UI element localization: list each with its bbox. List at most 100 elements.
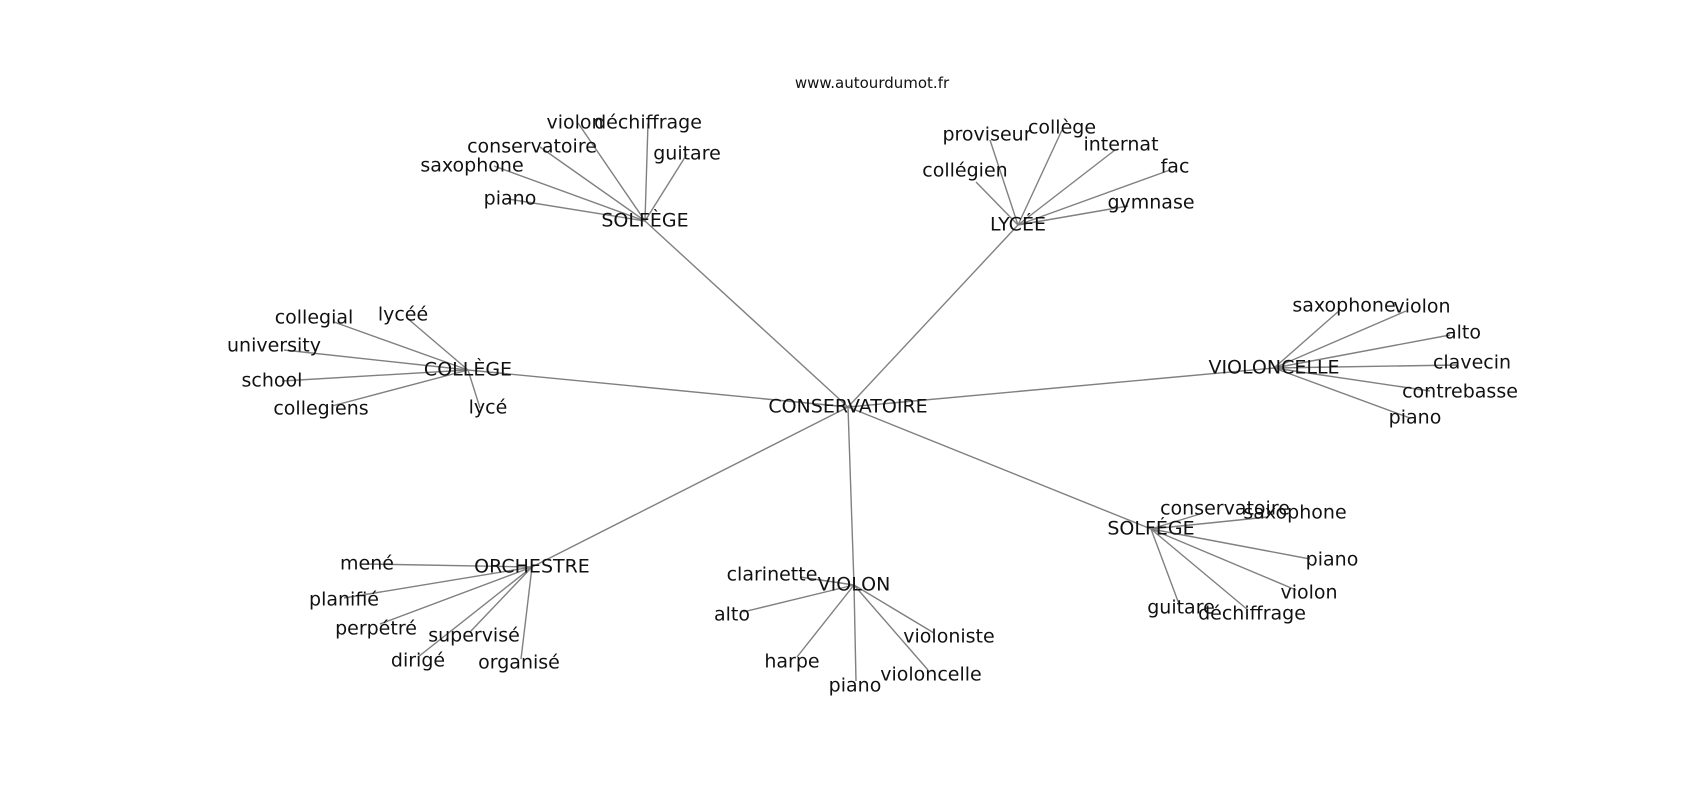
edge-violoncelle-4 (1273, 367, 1431, 392)
word-node: guitare (653, 143, 721, 165)
edge-orchestre-2 (379, 566, 533, 625)
edge-violon-4 (853, 584, 929, 671)
word-node: piano (1306, 549, 1359, 571)
edge-orchestre-5 (520, 566, 533, 660)
edge-center-solfege-top (644, 220, 849, 408)
edge-violoncelle-1 (1273, 310, 1407, 369)
word-node: collège (1028, 117, 1096, 139)
word-node: violon (546, 112, 603, 134)
word-node: university (227, 335, 321, 357)
word-node: organisé (478, 652, 560, 674)
word-node: contrebasse (1402, 381, 1518, 403)
edge-lycee-1 (989, 139, 1019, 226)
edge-violon-3 (853, 584, 857, 682)
word-node: lycé (469, 397, 508, 419)
word-node: collegiens (273, 398, 368, 420)
word-node: alto (1445, 322, 1481, 344)
edge-solfege-bottom-3 (1150, 528, 1297, 591)
word-node: clavecin (1433, 352, 1511, 374)
word-node: déchiffrage (594, 112, 702, 134)
edge-center-orchestre (531, 406, 849, 568)
edge-violon-1 (742, 584, 855, 613)
edge-orchestre-3 (469, 566, 533, 633)
word-node: saxophone (1292, 295, 1395, 317)
labels-layer: CONSERVATOIRESOLFÈGEpianosaxophoneconser… (227, 112, 1518, 697)
edge-solfege-top-2 (539, 146, 646, 222)
word-node: conservatoire (1160, 498, 1290, 520)
hub-node-solfege-top: SOLFÈGE (601, 209, 688, 232)
edge-orchestre-4 (417, 566, 533, 658)
hub-node-violoncelle: VIOLONCELLE (1208, 357, 1339, 379)
hub-node-solfege-bottom: SOLFÉGE (1107, 517, 1194, 540)
edge-orchestre-0 (366, 563, 533, 568)
edge-violoncelle-0 (1273, 309, 1341, 369)
word-node: planifié (309, 589, 379, 611)
edge-solfege-top-1 (493, 165, 646, 222)
word-node: saxophone (1243, 502, 1346, 524)
edge-college-3 (281, 369, 469, 382)
hub-node-violon: VIOLON (818, 574, 891, 596)
edge-violoncelle-3 (1273, 364, 1459, 369)
edge-lycee-3 (1017, 149, 1116, 226)
edges-layer (281, 122, 1459, 682)
word-node: clarinette (727, 564, 818, 586)
word-node: perpétré (335, 618, 417, 640)
edge-lycee-2 (1017, 129, 1063, 226)
word-node: internat (1083, 134, 1158, 156)
word-node: violon (1393, 296, 1450, 318)
word-node: mené (340, 553, 394, 575)
edge-solfege-top-5 (644, 153, 688, 222)
edge-center-violoncelle (847, 367, 1275, 408)
word-node: proviseur (942, 124, 1031, 146)
edge-solfege-bottom-2 (1150, 528, 1311, 560)
edge-college-4 (331, 369, 469, 407)
edge-college-1 (406, 317, 469, 371)
edge-lycee-0 (975, 181, 1019, 226)
edge-orchestre-1 (343, 566, 533, 599)
hub-node-orchestre: ORCHESTRE (474, 556, 590, 578)
word-node: harpe (764, 651, 819, 673)
word-node: fac (1161, 156, 1190, 178)
edge-college-2 (283, 349, 469, 371)
word-node: conservatoire (467, 136, 597, 158)
edge-violon-0 (799, 576, 855, 586)
word-node: lycéé (378, 304, 428, 326)
edge-violon-5 (853, 584, 935, 634)
edge-center-college (467, 369, 849, 408)
word-node: collegial (275, 307, 354, 329)
edge-center-lycee (847, 224, 1019, 408)
edge-lycee-5 (1017, 205, 1129, 226)
center-node: CONSERVATOIRE (768, 396, 927, 418)
word-node: déchiffrage (1198, 603, 1306, 625)
word-node: supervisé (428, 625, 520, 647)
site-url: www.autourdumot.fr (795, 74, 950, 92)
edge-violoncelle-5 (1273, 367, 1411, 419)
word-node: piano (484, 188, 537, 210)
edge-college-5 (467, 369, 481, 409)
hub-node-lycee: LYCÉE (990, 213, 1046, 236)
word-node: guitare (1147, 597, 1215, 619)
edge-center-solfege-bottom (847, 406, 1152, 530)
edge-solfege-bottom-5 (1150, 528, 1180, 605)
edge-lycee-4 (1017, 169, 1171, 226)
word-node: piano (829, 675, 882, 697)
edge-violon-2 (796, 584, 855, 658)
word-node: piano (1389, 407, 1442, 429)
word-node: alto (714, 604, 750, 626)
edge-solfege-bottom-1 (1150, 516, 1269, 530)
word-node: school (242, 370, 303, 392)
edge-college-0 (333, 321, 469, 371)
edge-solfege-bottom-0 (1150, 513, 1201, 530)
edge-solfege-bottom-4 (1150, 528, 1249, 611)
hub-node-college: COLLÈGE (424, 358, 512, 381)
edge-center-violon (847, 406, 855, 586)
word-node: violoniste (903, 626, 994, 648)
word-node: violon (1280, 582, 1337, 604)
word-node: saxophone (420, 155, 523, 177)
word-node: gymnase (1107, 192, 1194, 214)
edge-violoncelle-2 (1273, 334, 1451, 369)
edge-solfege-top-0 (507, 198, 646, 222)
word-node: dirigé (391, 650, 445, 672)
edge-solfege-top-4 (644, 122, 649, 222)
